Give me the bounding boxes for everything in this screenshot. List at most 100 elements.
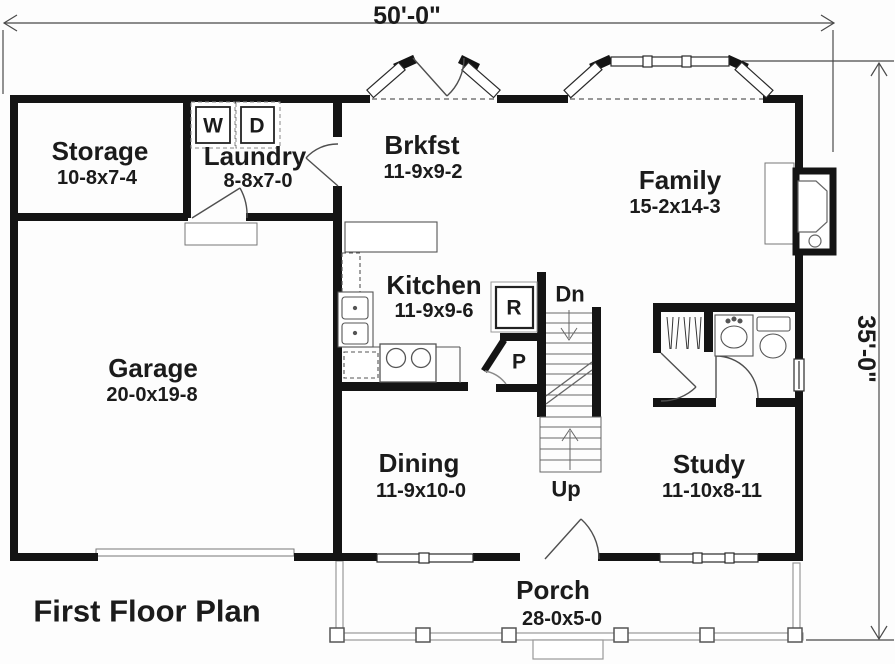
door-arc bbox=[305, 143, 339, 159]
walls bbox=[10, 95, 803, 561]
window-mullion bbox=[692, 552, 703, 564]
wall-west bbox=[10, 95, 18, 561]
porch-post bbox=[415, 627, 431, 643]
bath-door bbox=[715, 355, 759, 399]
faucet-handle bbox=[725, 318, 731, 324]
wall-laundry-east-lower bbox=[333, 186, 342, 215]
wall-north-left bbox=[10, 95, 370, 103]
overall-width-label: 50'-0" bbox=[373, 2, 441, 30]
refrigerator-box bbox=[494, 285, 535, 330]
kitchen-upper-cabinet-dashed bbox=[341, 252, 361, 294]
laundry-dims: 8-8x7-0 bbox=[224, 170, 293, 192]
bath-sink bbox=[720, 325, 748, 349]
door-arc bbox=[446, 57, 465, 97]
brkfst-bay-door bbox=[412, 57, 465, 97]
wall-laundry-south bbox=[246, 213, 342, 221]
family-bay-window-left bbox=[563, 61, 603, 99]
wall-closet-west bbox=[653, 312, 661, 353]
stairs bbox=[539, 310, 602, 473]
wall-stair-east bbox=[592, 307, 601, 417]
window-mullion bbox=[724, 552, 735, 564]
wall-stair-west bbox=[537, 272, 546, 417]
door-arc bbox=[580, 518, 600, 560]
stairs-down-arrowhead bbox=[560, 327, 578, 341]
range-burner bbox=[410, 347, 432, 369]
dining-dims: 11-9x10-0 bbox=[376, 480, 466, 502]
dim-arrow-top bbox=[870, 61, 888, 77]
wall-front-b bbox=[473, 553, 520, 561]
kitchen-dims: 11-9x9-6 bbox=[395, 300, 474, 322]
porch-posts bbox=[329, 627, 803, 643]
stairs-upper-flight bbox=[545, 310, 593, 407]
wall-study-north-right bbox=[756, 398, 803, 407]
window-mullion bbox=[418, 552, 430, 564]
wall-storage-laundry bbox=[183, 103, 191, 218]
faucet-handle bbox=[737, 318, 743, 324]
family-label: Family bbox=[639, 165, 722, 195]
stairs-lower-outline bbox=[539, 416, 602, 473]
dimension-depth bbox=[742, 60, 894, 641]
front-door bbox=[544, 518, 600, 560]
wall-pantry-south bbox=[496, 384, 542, 392]
garage-step bbox=[184, 222, 258, 246]
kitchen-fixtures bbox=[337, 221, 461, 383]
wall-north-east bbox=[763, 95, 803, 103]
doors bbox=[191, 57, 759, 560]
bath-fixtures bbox=[714, 314, 791, 359]
pantry-label: P bbox=[512, 351, 526, 374]
fireplace-firebox bbox=[797, 180, 828, 233]
windows bbox=[366, 55, 805, 564]
wall-front-d bbox=[758, 553, 803, 561]
pantry-door-leaf bbox=[481, 338, 507, 373]
appliance-boxes bbox=[190, 101, 538, 333]
stairs-up-arrowhead bbox=[561, 428, 579, 442]
wall-north-mid bbox=[497, 95, 568, 103]
family-dims: 15-2x14-3 bbox=[629, 196, 720, 218]
wall-laundry-east-upper bbox=[333, 103, 342, 137]
brkfst-bay-window-right bbox=[461, 61, 501, 99]
storage-dims: 10-8x7-4 bbox=[57, 167, 138, 189]
sink-drain bbox=[352, 305, 358, 311]
laundry-garage-door bbox=[191, 187, 248, 219]
porch-post bbox=[613, 627, 629, 643]
plan-title: First Floor Plan bbox=[33, 594, 260, 629]
storage-label: Storage bbox=[52, 136, 149, 166]
stair-break-line bbox=[545, 361, 593, 397]
fixture-labels: W D R P Dn Up bbox=[203, 115, 585, 502]
overall-depth-label: 35'-0" bbox=[852, 315, 880, 383]
kitchen-label: Kitchen bbox=[386, 270, 481, 300]
wall-east-lower bbox=[795, 389, 803, 561]
wall-garage-front-right bbox=[294, 553, 377, 561]
toilet-bowl bbox=[759, 333, 787, 359]
stairs-down-label: Dn bbox=[555, 282, 584, 307]
door-arc bbox=[660, 386, 697, 402]
toilet-tank bbox=[756, 316, 791, 332]
closet-door bbox=[660, 352, 697, 402]
dim-arrow-left bbox=[2, 14, 18, 32]
family-bay-window-front bbox=[610, 56, 730, 67]
brkfst-bay-window-left bbox=[366, 61, 406, 99]
porch-dims: 28-0x5-0 bbox=[522, 608, 602, 630]
garage-dims: 20-0x19-8 bbox=[106, 384, 197, 406]
garage-door bbox=[95, 548, 295, 557]
window-mullion bbox=[681, 55, 692, 68]
porch-edge-right bbox=[792, 562, 801, 636]
door-leaf bbox=[412, 57, 448, 97]
room-labels: Storage 10-8x7-4 Laundry 8-8x7-0 Brkfst … bbox=[52, 130, 762, 630]
dishwasher-dashed bbox=[343, 351, 379, 379]
stairs-up-label: Up bbox=[551, 477, 580, 502]
porch-post bbox=[501, 627, 517, 643]
porch-post bbox=[787, 627, 803, 643]
kitchen-peninsula-counter bbox=[344, 221, 438, 253]
door-leaf bbox=[191, 187, 241, 219]
wall-storage-south bbox=[18, 213, 188, 221]
dimension-width bbox=[2, 14, 836, 152]
range-burner bbox=[385, 347, 407, 369]
wall-family-south bbox=[653, 303, 803, 312]
porch-steps bbox=[532, 639, 604, 660]
pantry-door-arc bbox=[484, 370, 507, 385]
study-dims: 11-10x8-11 bbox=[662, 480, 762, 502]
door-arc bbox=[715, 355, 759, 399]
stairs-lower-flight bbox=[539, 416, 602, 473]
